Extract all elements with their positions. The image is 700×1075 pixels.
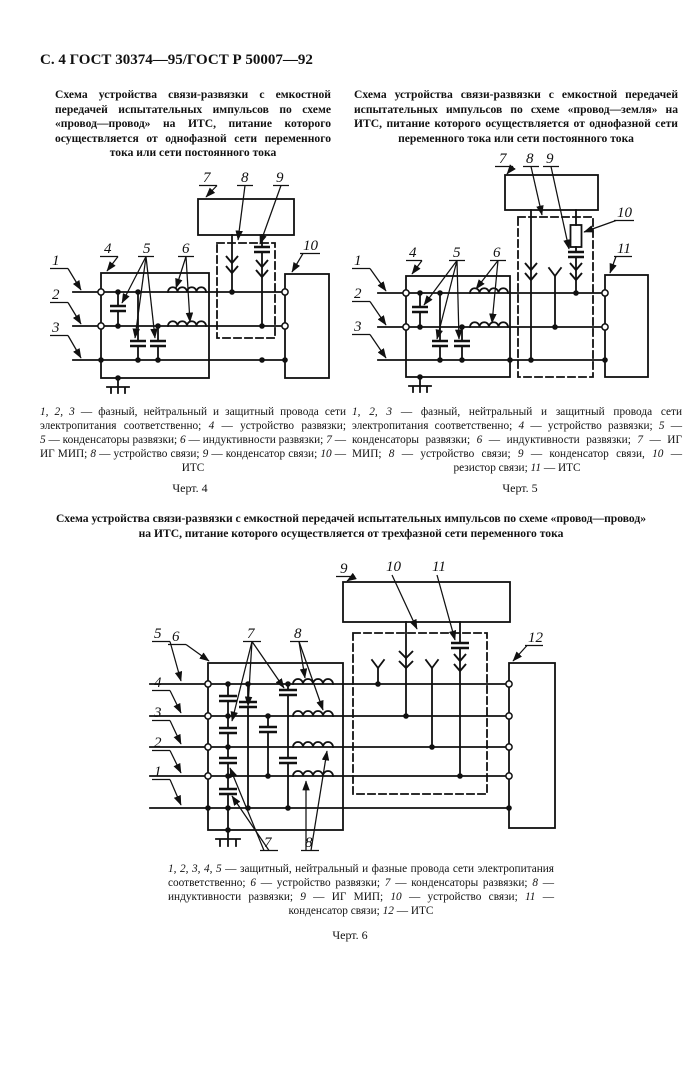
fig5-labels: 1 2 3 4 5 6 7 8 9 10 11 [352, 151, 634, 359]
fig5-generator-box [504, 174, 599, 211]
svg-text:2: 2 [52, 287, 60, 303]
fig4-diagram: 1 2 3 4 5 6 7 8 9 10 [50, 170, 330, 394]
svg-text:10: 10 [303, 238, 319, 254]
fig5-diagram: 1 2 3 4 5 6 7 8 9 10 11 [352, 151, 649, 393]
svg-text:6: 6 [182, 241, 190, 257]
arrow-down-symbol [255, 259, 269, 279]
svg-text:2: 2 [354, 286, 362, 302]
fig4-caption: 1, 2, 3 — фазный, нейтральный и защитный… [40, 406, 347, 474]
fig6-labels: 5 4 3 2 1 6 7 8 9 10 11 [152, 559, 544, 852]
capacitor-symbol [259, 725, 277, 734]
y-symbol [370, 658, 386, 685]
svg-text:10: 10 [386, 559, 402, 575]
inductor-symbol [469, 321, 509, 328]
y-symbol [547, 266, 563, 328]
fig4-wires [72, 291, 286, 361]
svg-text:5: 5 [154, 626, 162, 642]
fig6-caption: 1, 2, 3, 4, 5 — защитный, нейтральный и … [168, 863, 555, 917]
capacitor-symbol [454, 339, 470, 348]
ground-symbol [215, 829, 241, 847]
inductor-symbol [292, 770, 334, 777]
capacitor-symbol [150, 339, 166, 348]
inductor-symbol [292, 741, 334, 748]
inductor-symbol [292, 710, 334, 717]
svg-text:5: 5 [453, 245, 461, 261]
fig4-eut-box [284, 273, 330, 379]
svg-text:11: 11 [617, 241, 631, 257]
svg-text:11: 11 [432, 559, 446, 575]
ground-symbol [106, 377, 130, 394]
svg-text:3: 3 [51, 320, 60, 336]
fig6-junctions [204, 680, 513, 833]
inductor-symbol [292, 678, 334, 685]
svg-text:4: 4 [104, 241, 112, 257]
fig6-decoupling-box [207, 662, 344, 847]
svg-text:3: 3 [153, 705, 162, 721]
capacitor-symbol [451, 641, 469, 650]
svg-text:8: 8 [526, 151, 534, 167]
fig5-wires [377, 292, 606, 361]
fig6-diagram: 5 4 3 2 1 6 7 8 9 10 11 [149, 559, 556, 852]
page-header: С. 4 ГОСТ 30374—95/ГОСТ Р 50007—92 [40, 52, 313, 68]
fig4-number: Черт. 4 [172, 481, 208, 495]
fig4-coupling-box [216, 234, 276, 339]
svg-text:8: 8 [305, 835, 313, 851]
fig4-title: Схема устройства связи-развязки с емкост… [55, 88, 331, 160]
fig6-generator-box [342, 581, 511, 623]
arrow-down-symbol [398, 650, 414, 670]
capacitor-symbol [432, 339, 448, 348]
arrow-down-symbol [225, 255, 239, 275]
svg-text:8: 8 [241, 170, 249, 186]
svg-text:7: 7 [203, 170, 212, 186]
svg-text:2: 2 [154, 735, 162, 751]
svg-text:7: 7 [264, 835, 273, 851]
fig6-wires [149, 683, 510, 809]
fig5-caption: 1, 2, 3 — фазный, нейтральный и защитный… [352, 406, 683, 474]
svg-text:9: 9 [340, 561, 348, 577]
fig5-number: Черт. 5 [502, 481, 538, 495]
fig4-junctions [97, 288, 289, 381]
svg-text:6: 6 [172, 629, 180, 645]
fig4-generator-box [197, 198, 295, 236]
svg-text:4: 4 [409, 245, 417, 261]
capacitor-symbol [279, 688, 297, 765]
ground-symbol [408, 376, 432, 393]
capacitor-symbol [110, 304, 126, 313]
svg-text:1: 1 [52, 253, 60, 269]
arrow-down-symbol [524, 262, 538, 282]
fig6-number: Черт. 6 [332, 928, 368, 942]
svg-text:9: 9 [546, 151, 554, 167]
svg-text:12: 12 [528, 630, 544, 646]
fig6-eut-box [508, 662, 556, 829]
arrow-down-symbol [453, 653, 467, 673]
svg-text:7: 7 [499, 151, 508, 167]
capacitor-symbol [412, 305, 428, 314]
svg-text:3: 3 [353, 319, 362, 335]
capacitor-symbol [568, 250, 584, 259]
fig6-coupling-box [352, 621, 488, 795]
capacitor-symbol [254, 245, 270, 254]
inductor-symbol [167, 320, 207, 327]
fig5-title: Схема устройства связи-развязки с емкост… [354, 88, 678, 145]
svg-text:7: 7 [247, 626, 256, 642]
arrow-down-symbol [569, 262, 583, 282]
y-symbol [424, 658, 440, 748]
fig5-coupling-box [517, 209, 594, 378]
svg-text:8: 8 [294, 626, 302, 642]
svg-text:1: 1 [354, 253, 362, 269]
svg-text:5: 5 [143, 241, 151, 257]
svg-text:9: 9 [276, 170, 284, 186]
svg-text:10: 10 [617, 205, 633, 221]
fig5-junctions [402, 289, 609, 380]
capacitor-symbol [219, 694, 237, 796]
svg-text:4: 4 [154, 675, 162, 691]
capacitor-symbol [130, 339, 146, 348]
fig5-eut-box [604, 274, 649, 378]
svg-text:6: 6 [493, 245, 501, 261]
fig6-title: Схема устройства связи-развязки с емкост… [55, 512, 647, 540]
resistor-symbol [569, 224, 583, 248]
svg-text:1: 1 [154, 764, 162, 780]
fig4-labels: 1 2 3 4 5 6 7 8 9 10 [50, 170, 320, 359]
